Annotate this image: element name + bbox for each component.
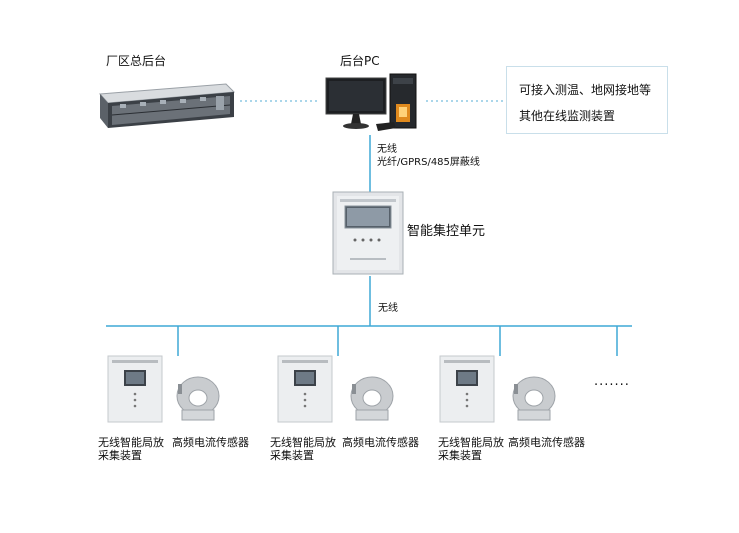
collector-label-line-2: 采集装置 bbox=[270, 449, 314, 462]
hf-current-sensor-icon bbox=[350, 376, 394, 421]
upper-link-label-1: 无线 bbox=[377, 144, 397, 155]
sensor-label: 高频电流传感器 bbox=[342, 436, 419, 449]
server-label: 厂区总后台 bbox=[106, 54, 167, 68]
lower-link-label: 无线 bbox=[378, 303, 398, 314]
other-monitoring-note: 可接入测温、地网接地等 其他在线监测装置 bbox=[506, 66, 668, 134]
collector-device-icon bbox=[107, 355, 163, 423]
control-unit-label: 智能集控单元 bbox=[407, 224, 486, 239]
note-line-1: 可接入测温、地网接地等 bbox=[519, 83, 652, 97]
collector-label-line-2: 采集装置 bbox=[438, 449, 482, 462]
note-line-2: 其他在线监测装置 bbox=[519, 109, 616, 123]
collector-device-icon bbox=[439, 355, 495, 423]
upper-link-label-2: 光纤/GPRS/485屏蔽线 bbox=[377, 157, 480, 168]
desktop-pc-icon bbox=[325, 73, 417, 131]
hf-current-sensor-icon bbox=[176, 376, 220, 421]
collector-label-line-1: 无线智能局放 bbox=[438, 436, 504, 449]
collector-label: 无线智能局放 采集装置 bbox=[270, 436, 336, 462]
sensor-label: 高频电流传感器 bbox=[172, 436, 249, 449]
collector-label: 无线智能局放 采集装置 bbox=[98, 436, 164, 462]
collector-label: 无线智能局放 采集装置 bbox=[438, 436, 504, 462]
hf-current-sensor-icon bbox=[512, 376, 556, 421]
rack-server-icon bbox=[98, 83, 236, 128]
sensor-label: 高频电流传感器 bbox=[508, 436, 585, 449]
collector-label-line-2: 采集装置 bbox=[98, 449, 142, 462]
collector-label-line-1: 无线智能局放 bbox=[98, 436, 164, 449]
collector-device-icon bbox=[277, 355, 333, 423]
pc-label: 后台PC bbox=[340, 54, 380, 68]
control-unit-icon bbox=[332, 191, 404, 275]
collector-label-line-1: 无线智能局放 bbox=[270, 436, 336, 449]
more-groups-ellipsis: ······· bbox=[594, 378, 630, 393]
